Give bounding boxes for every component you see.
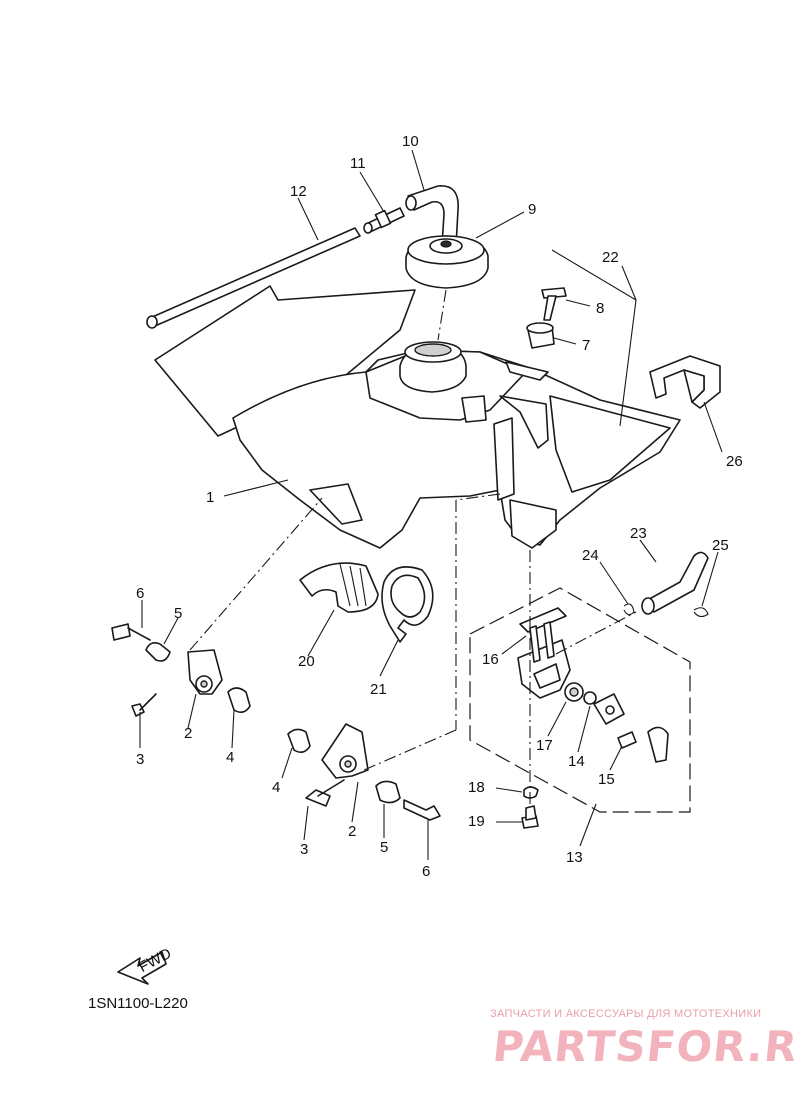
- callout-5a: 5: [174, 605, 182, 622]
- diagram-code: 1SN1100-L220: [88, 995, 188, 1012]
- part-7-collar: [526, 322, 555, 349]
- callout-1: 1: [206, 489, 214, 506]
- center-lines: [189, 289, 637, 808]
- callout-2b: 2: [348, 823, 356, 840]
- callout-21: 21: [370, 681, 387, 698]
- callout-20: 20: [298, 653, 315, 670]
- callout-17: 17: [536, 737, 553, 754]
- callout-8: 8: [596, 300, 604, 317]
- callout-22: 22: [602, 249, 619, 266]
- callout-14: 14: [568, 753, 585, 770]
- callout-10: 10: [402, 133, 419, 150]
- callout-5b: 5: [380, 839, 388, 856]
- callout-18: 18: [468, 779, 485, 796]
- callout-4a: 4: [226, 749, 234, 766]
- callout-24: 24: [582, 547, 599, 564]
- part-26-bracket: [649, 355, 721, 409]
- fuel-cock-assembly: [517, 607, 669, 829]
- callout-15: 15: [598, 771, 615, 788]
- callout-13: 13: [566, 849, 583, 866]
- callout-12: 12: [290, 183, 307, 200]
- callout-2a: 2: [184, 725, 192, 742]
- callout-3a: 3: [136, 751, 144, 768]
- part-1-fuel-tank: [154, 285, 681, 549]
- callout-7: 7: [582, 337, 590, 354]
- leader-lines: [139, 149, 723, 860]
- callout-6a: 6: [136, 585, 144, 602]
- part-25-clip: [693, 607, 709, 618]
- watermark-caption: ЗАПЧАСТИ И АКСЕССУАРЫ ДЛЯ МОТОТЕХНИКИ: [490, 1008, 762, 1020]
- part-8-screw: [541, 287, 567, 321]
- right-mount-group: [287, 723, 441, 821]
- assembly-13-box: [469, 587, 691, 813]
- callout-19: 19: [468, 813, 485, 830]
- part-24-clip: [623, 603, 635, 616]
- part-21-band: [381, 566, 434, 643]
- callout-9: 9: [528, 201, 536, 218]
- fwd-arrow-icon: FWD: [117, 945, 174, 985]
- callout-26: 26: [726, 453, 743, 470]
- callout-16: 16: [482, 651, 499, 668]
- watermark-logo: PARTSFOR.RU: [490, 1022, 800, 1071]
- callout-11: 11: [350, 155, 366, 172]
- left-mount-group: [111, 623, 251, 717]
- callout-25: 25: [712, 537, 729, 554]
- fwd-label: FWD: [136, 945, 174, 976]
- callout-4b: 4: [272, 779, 280, 796]
- callout-3b: 3: [300, 841, 308, 858]
- callout-labels: 1 2 2 3 3 4 4 5 5 6 6 7 8 9 10 11 12 13 …: [136, 133, 743, 880]
- callout-6b: 6: [422, 863, 430, 880]
- part-11-fitting: [363, 207, 405, 234]
- part-9-fuel-cap: [405, 235, 489, 289]
- part-20-damper: [299, 562, 379, 613]
- part-23-hose: [641, 551, 709, 615]
- callout-23: 23: [630, 525, 647, 542]
- part-12-hose: [146, 227, 361, 329]
